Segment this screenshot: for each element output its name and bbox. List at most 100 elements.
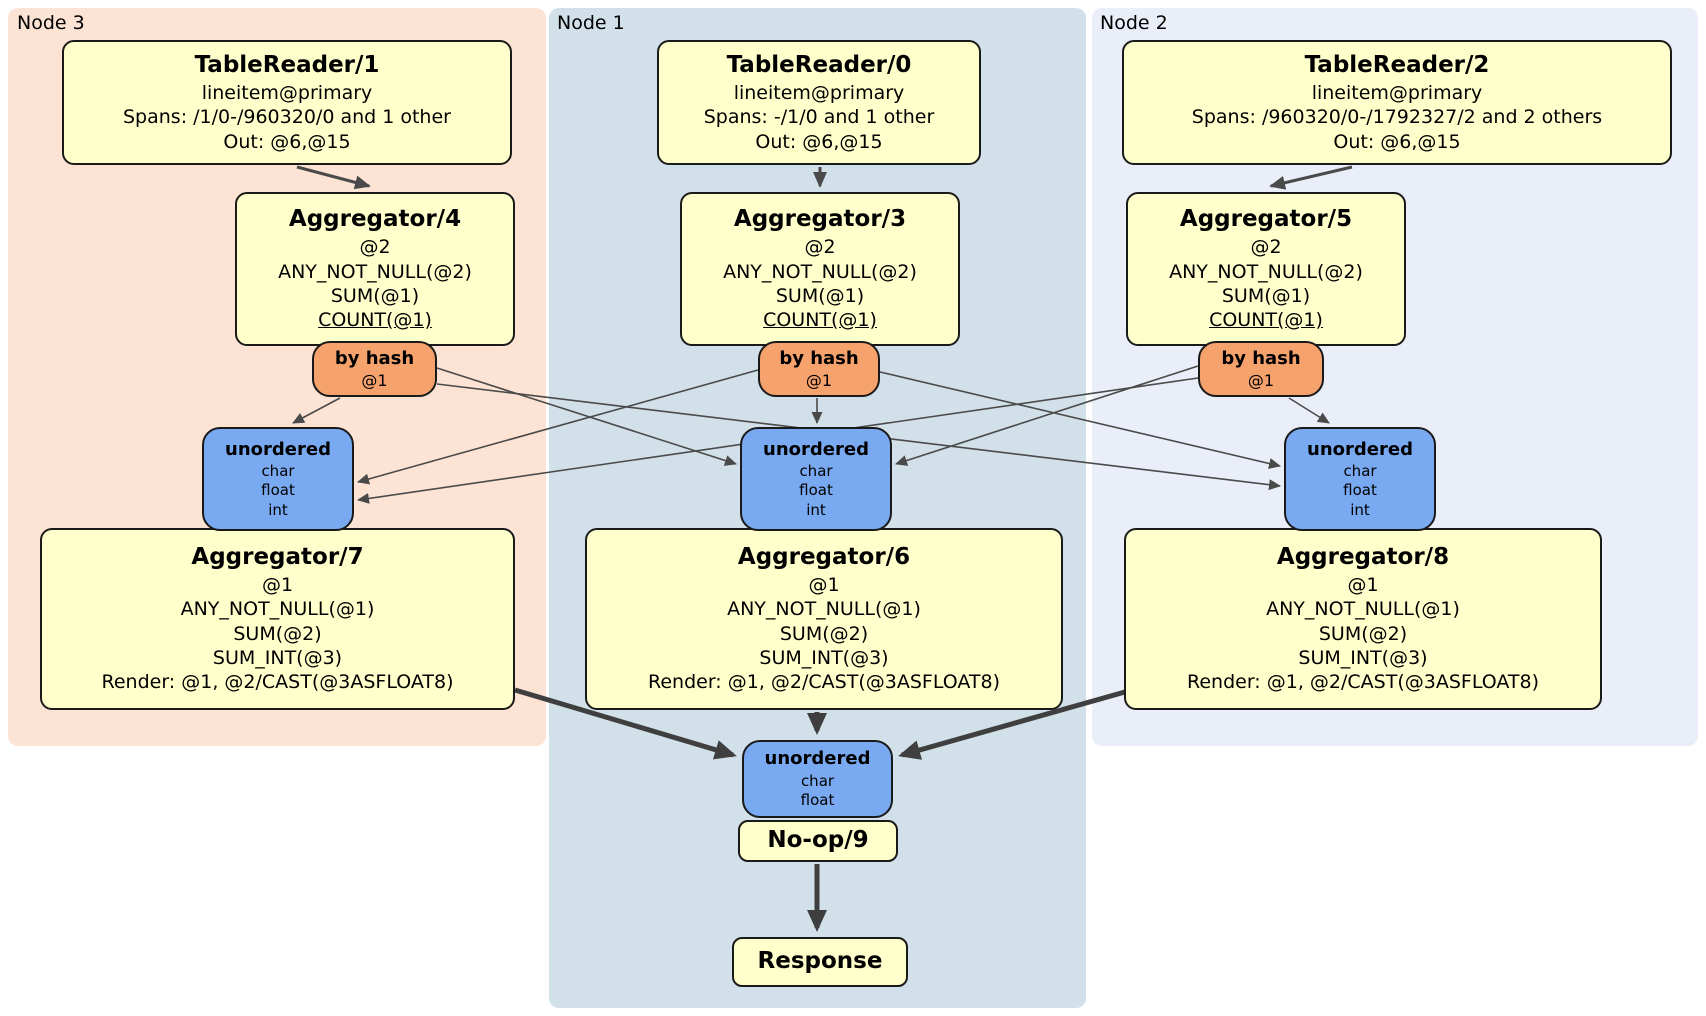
agg-func: ANY_NOT_NULL(@2) [278,260,472,283]
processor-title: Aggregator/8 [1276,544,1450,571]
edge-hash3-unordered1 [436,367,737,466]
sync-label: unordered [764,748,871,770]
processor-title: Aggregator/5 [1179,206,1353,233]
sync-label: unordered [1307,438,1413,460]
agg-func: SUM_INT(@3) [1298,647,1428,670]
edge-hash1-unordered3 [357,369,759,485]
sync-type: int [806,500,826,519]
processor-aggregator-3: Aggregator/3 @2 ANY_NOT_NULL(@2) SUM(@1)… [680,192,960,346]
agg-func: ANY_NOT_NULL(@1) [727,598,921,621]
processor-index: lineitem@primary [733,81,905,104]
agg-func: SUM(@2) [1318,622,1408,645]
agg-func: SUM(@1) [330,284,420,307]
response-title: Response [757,948,883,975]
sync-unordered-node2: unordered char float int [1284,427,1436,531]
edge-tr1-agg4 [296,165,371,190]
processor-aggregator-4: Aggregator/4 @2 ANY_NOT_NULL(@2) SUM(@1)… [235,192,515,346]
router-columns: @1 [1247,370,1275,390]
edge-agg7-final [514,687,737,760]
group-by-cols: @1 [1347,574,1379,597]
router-columns: @1 [361,370,388,390]
edge-tr2-agg5 [1269,165,1353,190]
sync-type: char [1343,461,1377,480]
processor-aggregator-7: Aggregator/7 @1 ANY_NOT_NULL(@1) SUM(@2)… [40,528,515,710]
sync-type: int [1350,500,1370,519]
router-columns: @1 [805,370,833,390]
processor-aggregator-8: Aggregator/8 @1 ANY_NOT_NULL(@1) SUM(@2)… [1124,528,1602,710]
processor-tablereader-2: TableReader/2 lineitem@primary Spans: /9… [1122,40,1672,165]
processor-title: No-op/9 [767,827,869,854]
agg-func: COUNT(@1) [763,309,877,332]
sync-unordered-node3: unordered char float int [202,427,354,531]
agg-func: COUNT(@1) [318,309,432,332]
render-expr: Render: @1, @2/CAST(@3ASFLOAT8) [101,671,454,694]
processor-out: Out: @6,@15 [1333,130,1461,153]
edge-hash1-unordered2 [879,371,1281,469]
processor-title: TableReader/0 [726,52,912,79]
processor-spans: Spans: /1/0-/960320/0 and 1 other [123,106,451,129]
group-by-cols: @2 [804,236,836,259]
processor-index: lineitem@primary [201,81,373,104]
processor-spans: Spans: -/1/0 and 1 other [703,106,935,129]
agg-func: SUM(@1) [1221,284,1311,307]
processor-title: TableReader/2 [1304,52,1490,79]
agg-func: ANY_NOT_NULL(@1) [180,598,375,621]
processor-title: Aggregator/7 [191,544,364,571]
agg-func: SUM(@1) [775,284,865,307]
edge-hash3-unordered3 [292,397,341,424]
agg-func: SUM_INT(@3) [212,647,343,670]
render-expr: Render: @1, @2/CAST(@3ASFLOAT8) [1187,671,1539,694]
processor-index: lineitem@primary [1311,81,1483,104]
agg-func: SUM_INT(@3) [759,647,889,670]
sync-label: unordered [763,438,869,460]
sync-label: unordered [225,438,331,460]
group-by-cols: @2 [359,236,391,259]
response-node: Response [732,937,908,987]
sync-type: int [268,500,288,519]
group-by-cols: @1 [261,574,294,597]
group-by-cols: @1 [808,574,840,597]
sync-type: char [261,461,295,480]
sync-type: float [261,481,295,500]
router-by-hash-node3: by hash @1 [312,341,437,397]
agg-func: ANY_NOT_NULL(@2) [1169,260,1363,283]
router-by-hash-node1: by hash @1 [758,341,880,397]
edge-hash2-unordered2 [1288,397,1330,424]
agg-func: SUM(@2) [779,622,869,645]
sync-type: float [800,791,835,810]
processor-title: TableReader/1 [194,52,380,79]
processor-tablereader-0: TableReader/0 lineitem@primary Spans: -/… [657,40,981,165]
router-by-hash-node2: by hash @1 [1198,341,1324,397]
render-expr: Render: @1, @2/CAST(@3ASFLOAT8) [648,671,1000,694]
processor-spans: Spans: /960320/0-/1792327/2 and 2 others [1191,106,1603,129]
processor-out: Out: @6,@15 [755,130,883,153]
agg-func: ANY_NOT_NULL(@1) [1266,598,1460,621]
group-label-node-1: Node 1 [557,12,625,34]
sync-type: char [800,771,835,790]
processor-tablereader-1: TableReader/1 lineitem@primary Spans: /1… [62,40,512,165]
router-label: by hash [1221,348,1301,370]
group-label-node-2: Node 2 [1100,12,1168,34]
edge-hash2-unordered1 [895,365,1199,466]
processor-title: Aggregator/3 [733,206,907,233]
router-label: by hash [334,348,415,370]
sync-type: float [799,481,833,500]
sync-unordered-final: unordered char float [742,740,893,818]
group-label-node-3: Node 3 [17,12,85,34]
agg-func: COUNT(@1) [1209,309,1323,332]
processor-title: Aggregator/4 [288,206,462,233]
processor-aggregator-6: Aggregator/6 @1 ANY_NOT_NULL(@1) SUM(@2)… [585,528,1063,710]
tablereader-edges [296,165,1353,190]
processor-title: Aggregator/6 [737,544,911,571]
agg-func: SUM(@2) [233,622,322,645]
router-label: by hash [779,348,859,370]
processor-out: Out: @6,@15 [223,130,351,153]
sync-type: float [1343,481,1377,500]
processor-noop-9: No-op/9 [738,820,898,862]
sync-unordered-node1: unordered char float int [740,427,892,531]
final-merge-edges [514,687,1133,932]
group-by-cols: @2 [1250,236,1282,259]
agg-func: ANY_NOT_NULL(@2) [723,260,917,283]
sync-type: char [799,461,833,480]
